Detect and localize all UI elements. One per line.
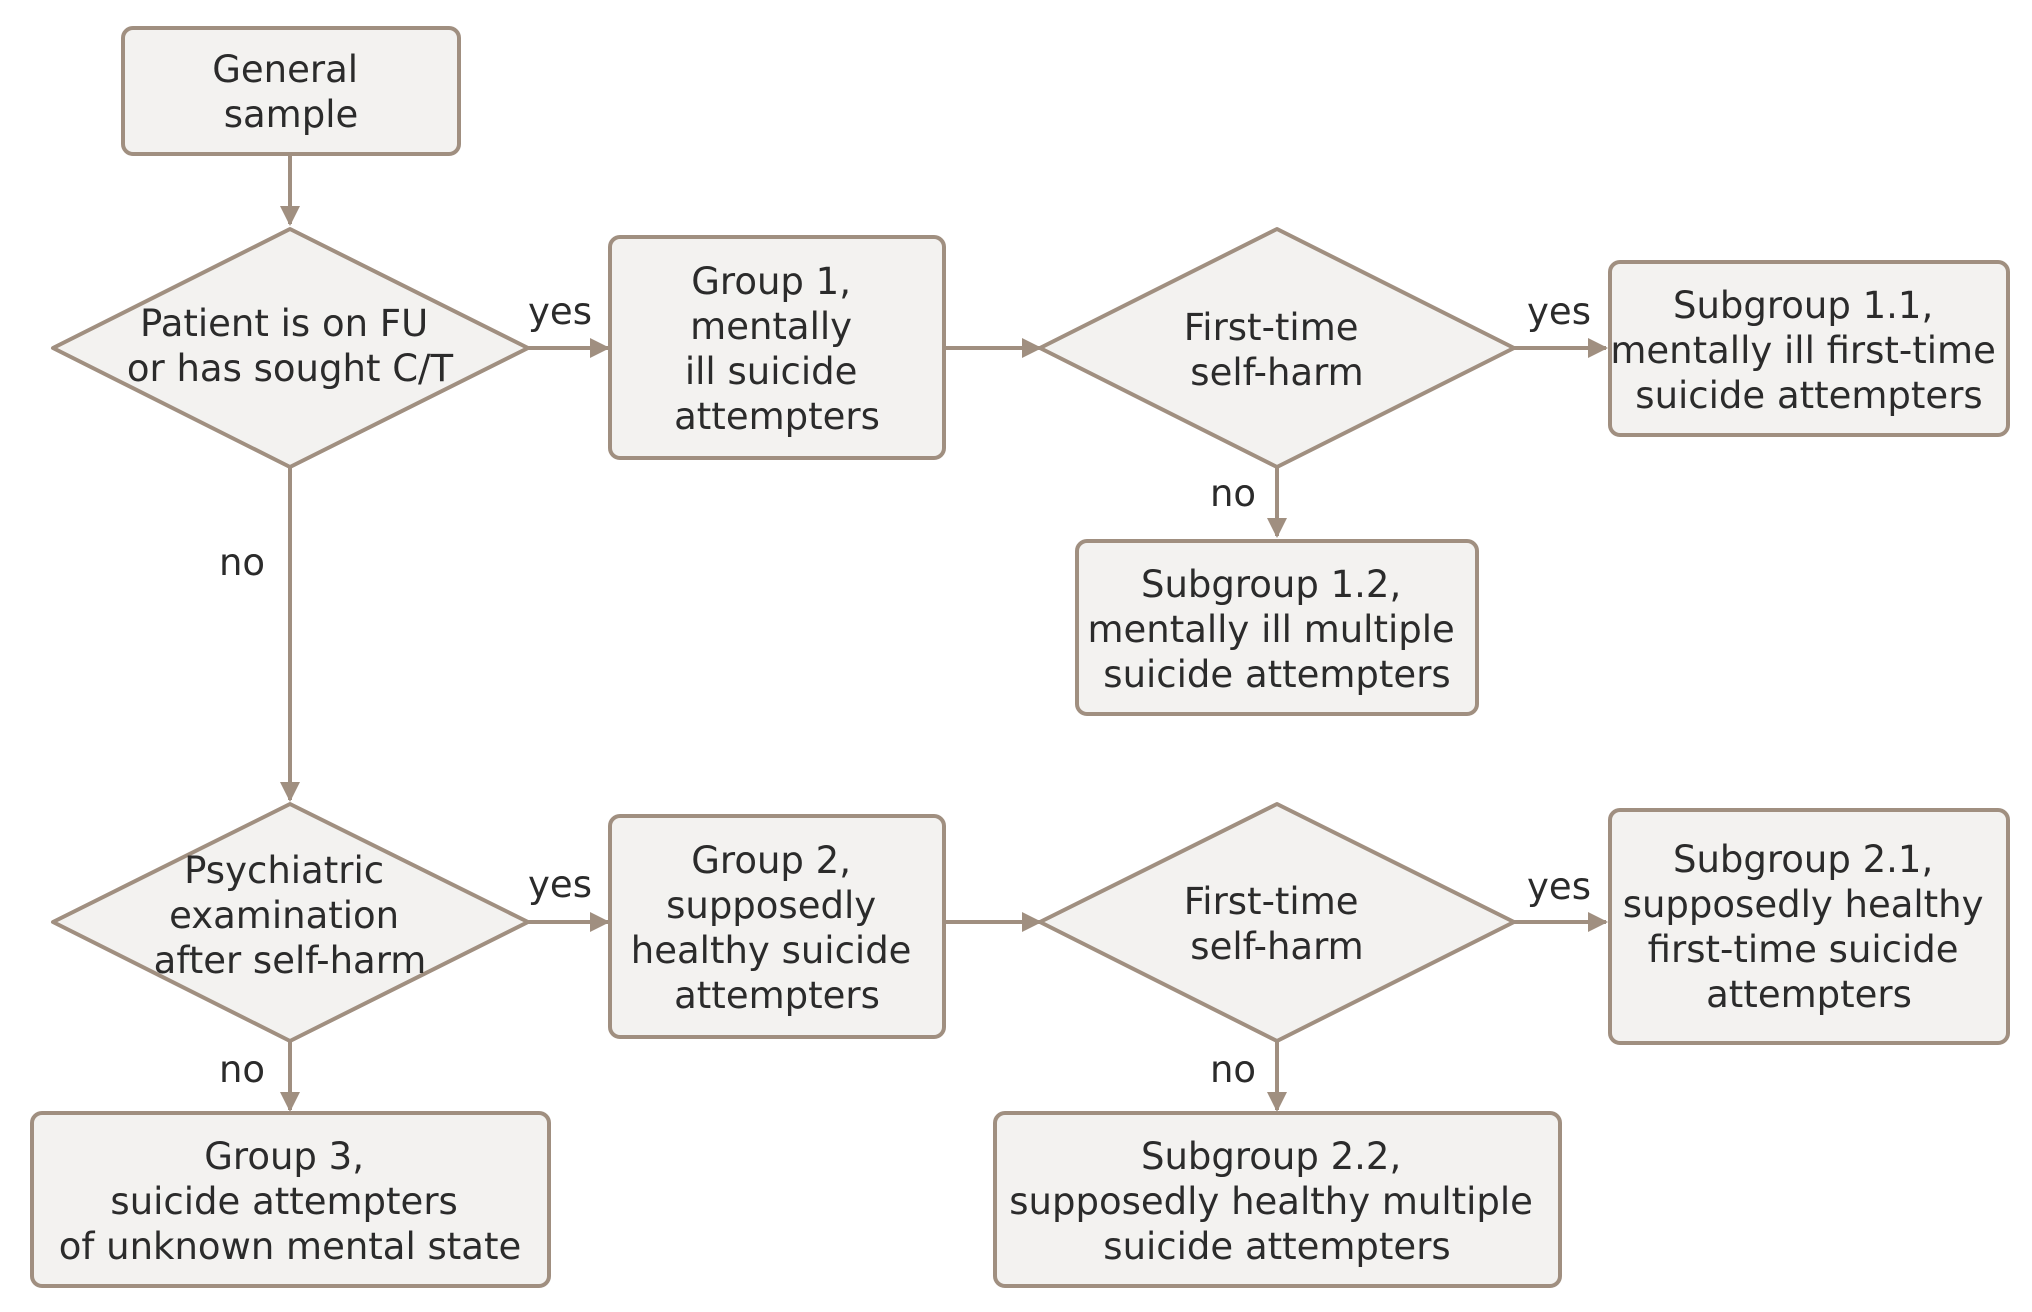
edge-label-first1-yes: yes xyxy=(1527,290,1591,333)
general-sample-label: General sample xyxy=(212,48,370,136)
subgroup-2-1-box xyxy=(1608,808,2010,1045)
node-group2: Group 2, supposedly healthy suicide atte… xyxy=(608,814,946,1039)
subgroup-2-2-box xyxy=(993,1111,1562,1288)
decision-first2-diamond xyxy=(1038,802,1516,1043)
node-decision-first-time-1: First-time self-harm xyxy=(1038,227,1516,469)
node-subgroup-2-1: Subgroup 2.1, supposedly healthy first-t… xyxy=(1608,808,2010,1045)
node-decision-psych: Psychiatric examination after self-harm xyxy=(51,802,530,1043)
general-sample-box xyxy=(121,26,461,156)
edge-label-first2-yes: yes xyxy=(1527,865,1591,908)
node-subgroup-2-2: Subgroup 2.2, supposedly healthy multipl… xyxy=(993,1111,1562,1288)
node-general-sample: General sample xyxy=(121,26,461,156)
group2-box xyxy=(608,814,946,1039)
edge-label-psych-no: no xyxy=(219,1048,265,1091)
decision-first1-label: First-time self-harm xyxy=(1184,306,1371,394)
edge-label-psych-yes: yes xyxy=(528,863,592,906)
decision-fu-label: Patient is on FU or has sought C/T xyxy=(127,302,454,390)
edge-label-fu-no: no xyxy=(219,541,265,584)
group1-box xyxy=(608,235,946,460)
decision-first2-label: First-time self-harm xyxy=(1184,880,1371,968)
group3-label: Group 3, suicide attempters of unknown m… xyxy=(59,1135,522,1268)
node-decision-fu: Patient is on FU or has sought C/T xyxy=(51,227,530,469)
decision-first1-diamond xyxy=(1038,227,1516,469)
edge-label-first2-no: no xyxy=(1210,1048,1256,1091)
subgroup-1-2-label: Subgroup 1.2, mentally ill multiple suic… xyxy=(1087,563,1466,696)
group3-box xyxy=(30,1111,551,1288)
decision-fu-diamond xyxy=(51,227,530,469)
subgroup-1-1-label: Subgroup 1.1, mentally ill first-time su… xyxy=(1610,284,2007,417)
decision-psych-label: Psychiatric examination after self-harm xyxy=(154,849,427,982)
edge-label-first1-no: no xyxy=(1210,472,1256,515)
edge-label-fu-yes: yes xyxy=(528,290,592,333)
subgroup-2-2-label: Subgroup 2.2, supposedly healthy multipl… xyxy=(1009,1135,1544,1268)
edges xyxy=(280,153,1608,1112)
decision-psych-diamond xyxy=(51,802,530,1043)
group2-label: Group 2, supposedly healthy suicide atte… xyxy=(631,839,923,1017)
edge-labels: yes no yes no yes no yes no xyxy=(219,290,1591,1091)
group1-label: Group 1, mentally ill suicide attempters xyxy=(674,260,880,438)
subgroup-1-2-box xyxy=(1075,539,1479,716)
node-subgroup-1-2: Subgroup 1.2, mentally ill multiple suic… xyxy=(1075,539,1479,716)
node-group1: Group 1, mentally ill suicide attempters xyxy=(608,235,946,460)
node-group3: Group 3, suicide attempters of unknown m… xyxy=(30,1111,551,1288)
node-subgroup-1-1: Subgroup 1.1, mentally ill first-time su… xyxy=(1608,260,2010,437)
subgroup-2-1-label: Subgroup 2.1, supposedly healthy first-t… xyxy=(1623,838,1996,1016)
node-decision-first-time-2: First-time self-harm xyxy=(1038,802,1516,1043)
subgroup-1-1-box xyxy=(1608,260,2010,437)
